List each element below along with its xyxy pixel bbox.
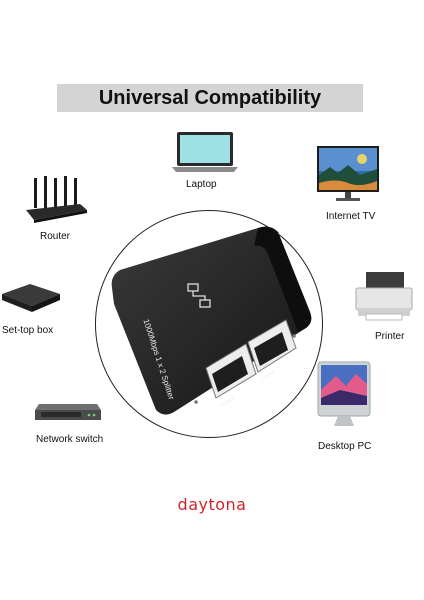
banner-title: Universal Compatibility (98, 86, 322, 109)
product-circle (95, 210, 323, 438)
splitter-device (108, 224, 314, 420)
set-top-box-icon (0, 280, 62, 316)
network-switch-icon (33, 402, 103, 422)
laptop-label: Laptop (186, 179, 217, 190)
router-icon (24, 176, 88, 224)
desktop-pc-icon (312, 360, 374, 430)
printer-label: Printer (375, 331, 405, 342)
internet-tv-label: Internet TV (326, 211, 376, 222)
brand-logo: daytona (177, 495, 247, 514)
laptop-icon (170, 130, 240, 174)
desktop-pc-label: Desktop PC (318, 441, 372, 452)
router-label: Router (40, 231, 71, 242)
network-switch-label: Network switch (36, 434, 104, 445)
title-banner: Universal Compatibility (57, 84, 363, 112)
set-top-box-label: Set-top box (2, 325, 54, 336)
printer-icon (352, 270, 414, 322)
internet-tv-icon (316, 145, 380, 205)
